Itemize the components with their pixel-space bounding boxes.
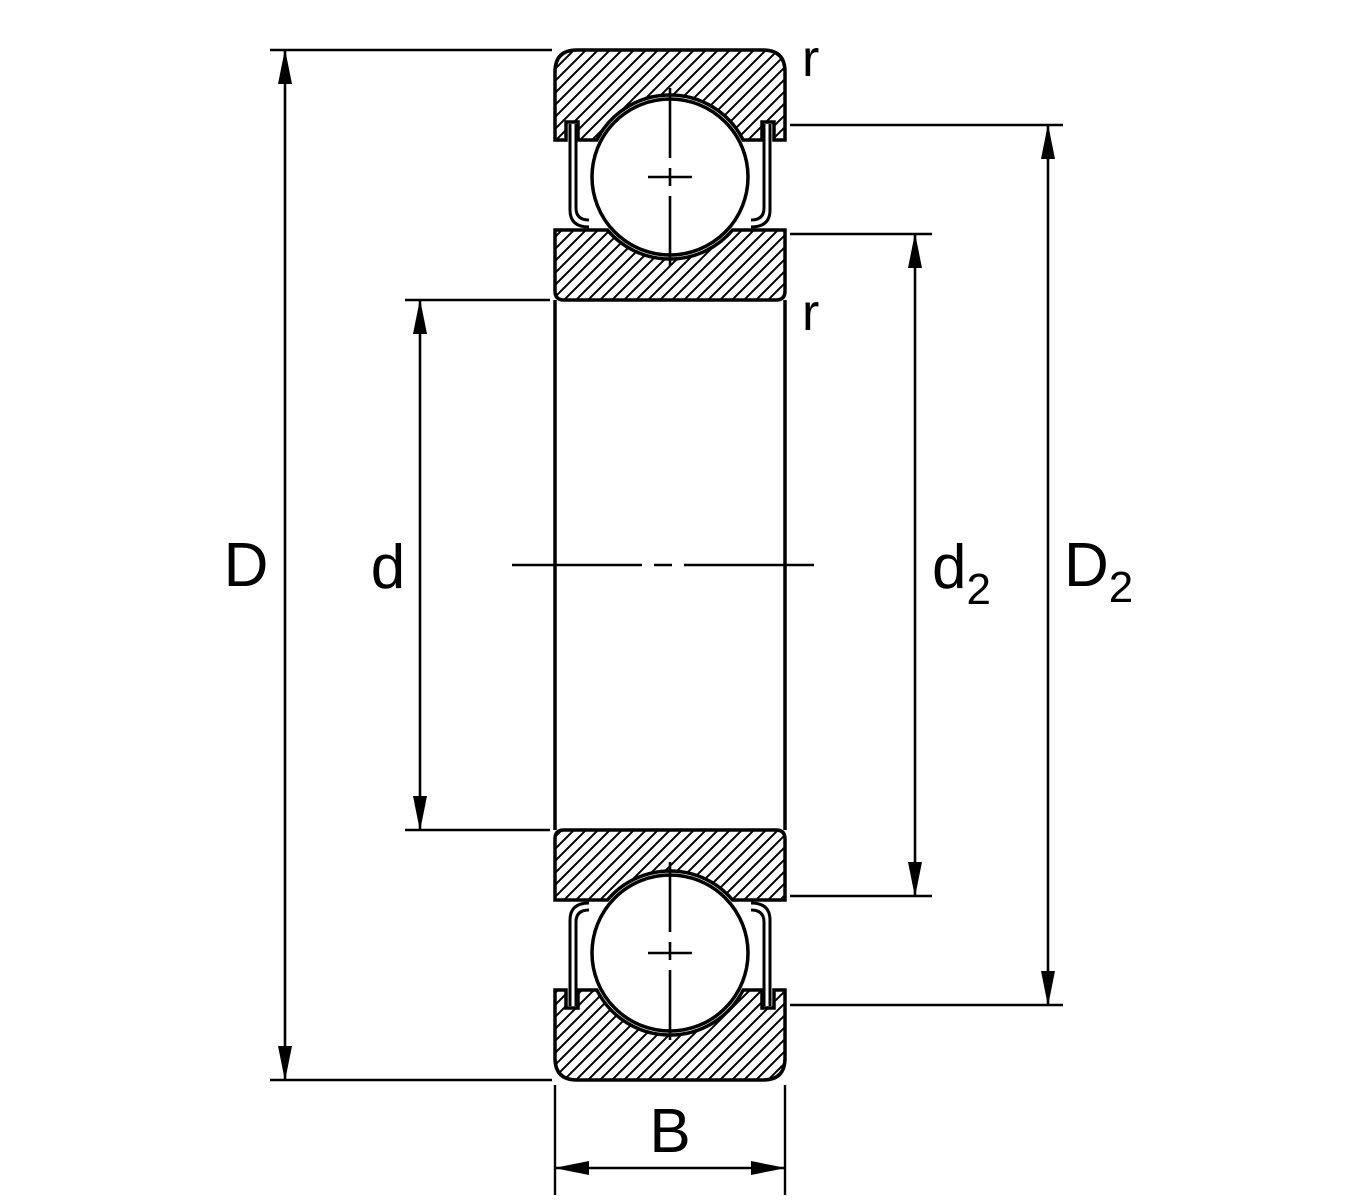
label-r-inner: r (802, 284, 819, 342)
shield-bottom-left-inner (574, 908, 590, 1006)
shield-top-right-inner (750, 124, 766, 222)
label-D: D (224, 531, 269, 600)
shield-top-left (568, 124, 590, 229)
shield-top-left-inner (574, 124, 590, 222)
outer-ring-top-section (553, 48, 787, 142)
outer-ring-bottom-section (553, 988, 787, 1082)
label-r-outer: r (802, 30, 819, 88)
shield-bottom-left (568, 901, 590, 1006)
label-B: B (649, 1097, 690, 1166)
shield-bottom-right-inner (750, 908, 766, 1006)
label-d: d (371, 533, 405, 602)
dimension-B: B (553, 1085, 787, 1195)
centerlines (512, 88, 822, 1040)
shield-top-right (750, 124, 772, 229)
dimension-D2: D2 (790, 123, 1133, 1007)
dimension-D: D (224, 48, 552, 1082)
dimension-d: d (371, 298, 550, 832)
label-D2: D2 (1064, 531, 1133, 612)
dimension-d2: d2 (790, 232, 991, 898)
label-d2: d2 (932, 533, 991, 614)
shield-bottom-right (750, 901, 772, 1006)
